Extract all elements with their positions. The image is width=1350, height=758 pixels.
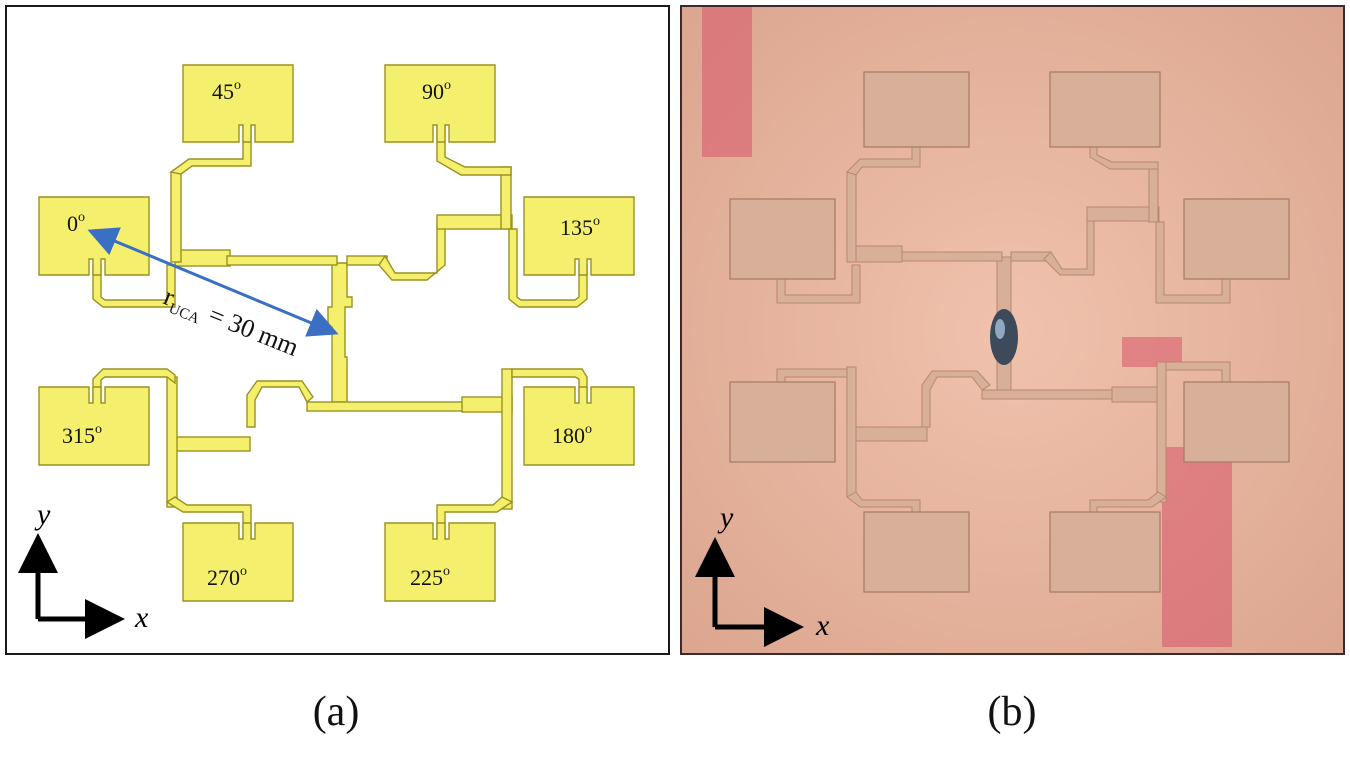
axis-label-x: x [134,601,149,634]
pcb-photo: y x [682,7,1343,653]
patch-90 [384,64,496,143]
label-90: 90o [422,78,451,104]
lower-horizontal-line [306,401,468,412]
radius-arrow [87,227,339,337]
caption-b: (b) [987,689,1037,735]
patch-135 [523,196,635,276]
patch-0 [38,196,150,276]
label-225: 225o [410,564,450,590]
ink-marks [702,7,1232,647]
panel-b-photo: y x [680,5,1345,655]
patch-315 [38,386,150,466]
patch-225 [384,522,496,602]
axis-label-y-b: y [717,501,734,534]
patch-180 [523,386,635,466]
label-270: 270o [207,564,247,590]
patch-270 [182,522,294,602]
label-135: 135o [560,214,600,240]
pcb-patch-0 [729,198,836,280]
left-upper-vertical [170,171,182,263]
pcb-patch-135 [1183,198,1290,280]
right-upper-vertical [500,166,512,230]
upper-left-stub [174,249,231,267]
left-lower-vertical [166,376,178,508]
pcb-patch-315 [729,381,836,463]
radius-label: rUCA= 30 mm [158,282,302,366]
label-315: 315o [62,422,102,448]
panel-a-layout: 45o 90o 0o 135o 315o 180o 270o 225o rUCA… [5,5,670,655]
axes-a: y x [17,498,149,639]
copper-patches [729,71,1290,593]
pcb-patch-90 [1049,71,1161,148]
axes-b: y x [695,501,830,647]
pcb-patch-45 [863,71,970,148]
pcb-patch-225 [1049,511,1161,593]
feed-network [92,124,588,548]
label-180: 180o [552,422,592,448]
layout-drawing: 45o 90o 0o 135o 315o 180o 270o 225o rUCA… [17,64,635,639]
axis-label-x-b: x [815,609,830,642]
right-lower-vertical [501,368,513,510]
pcb-patch-270 [863,511,970,593]
upper-horizontal-line [226,255,338,266]
caption-a: (a) [312,689,360,735]
axis-label-y: y [34,498,51,531]
label-45: 45o [212,78,241,104]
patch-45 [182,64,294,143]
label-0: 0o [67,210,85,236]
pcb-patch-180 [1183,381,1290,463]
solder-joint [990,309,1018,365]
